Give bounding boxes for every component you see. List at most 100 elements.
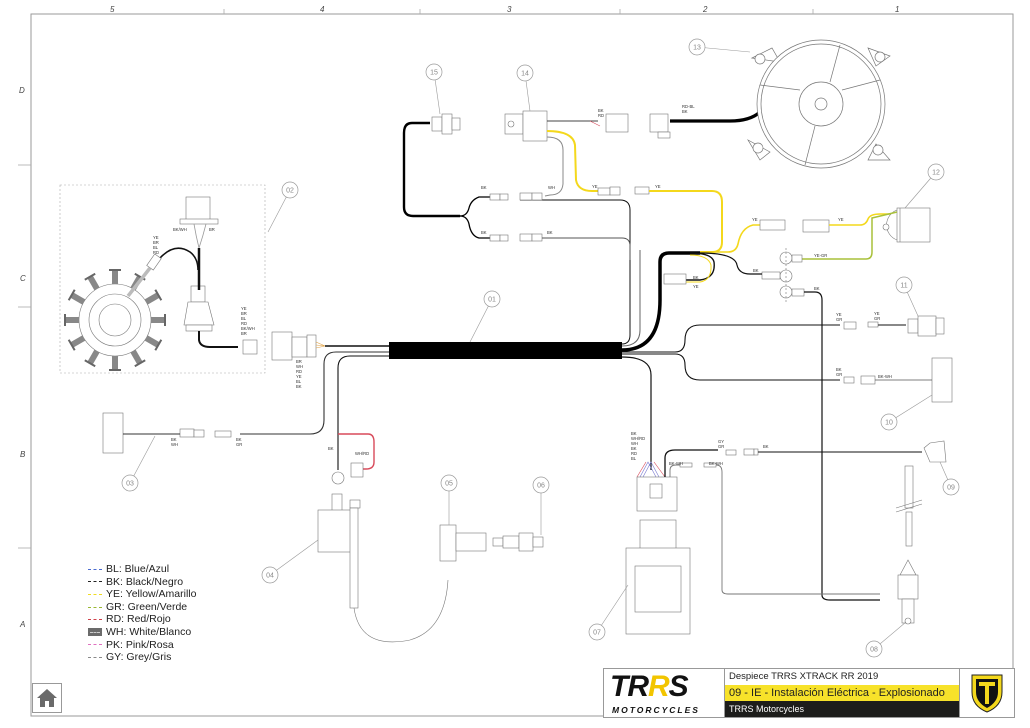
wire-label-03b-bk: BK xyxy=(236,437,242,442)
callout-number: 03 xyxy=(126,481,134,488)
wire-label-yegr: YE-GR xyxy=(814,253,827,258)
wire-label-sw10-bkwh: BK-WH xyxy=(878,374,892,379)
wire-label-pickup-bkwh: BK/WH xyxy=(173,227,187,232)
callout-02: 02 xyxy=(267,181,299,233)
wire-branch-gy xyxy=(542,237,631,260)
callout-13: 13 xyxy=(688,38,751,56)
callout-03: 03 xyxy=(121,435,156,492)
legend-item-bk: BK: Black/Negro xyxy=(88,576,196,589)
callout-number: 13 xyxy=(693,45,701,52)
stator-pole xyxy=(87,275,100,291)
callout-number: 12 xyxy=(932,170,940,177)
callout-circle xyxy=(927,163,945,181)
legend-swatch xyxy=(88,644,102,646)
wire-bk-ye-loop xyxy=(686,252,715,281)
wire-label-cdi-bk2: BK xyxy=(631,446,637,451)
callout-circle xyxy=(942,478,960,496)
stator-pole xyxy=(144,292,160,305)
wire-label-sw11b-ye: YE xyxy=(874,311,880,316)
wire-cdi-up xyxy=(664,449,718,477)
callout-09: 09 xyxy=(939,461,960,496)
wire-label-stator-ye: YE xyxy=(153,235,159,240)
trrs-logo: TRRS MOTORCYCLES xyxy=(604,669,725,717)
wire-label-pickup-br: BR xyxy=(209,227,215,232)
home-icon xyxy=(37,689,57,707)
legend-item-wh: WH: White/Blanco xyxy=(88,626,196,639)
wire-label-03b-gr: GR xyxy=(236,442,242,447)
wire-label-cdi-wh: WH xyxy=(631,441,638,446)
wire-label-stator-br: BR xyxy=(153,240,159,245)
stator-pole-cap xyxy=(154,339,163,351)
logo-subtext: MOTORCYCLES xyxy=(612,705,700,715)
wire-ye-12-a xyxy=(700,224,760,253)
stator-pole-cap xyxy=(67,339,76,351)
wire-label-cdi-bk: BK xyxy=(631,431,637,436)
legend-item-gr: GR: Green/Verde xyxy=(88,601,196,614)
callout-number: 14 xyxy=(521,71,529,78)
logo-text-tr: TR xyxy=(610,670,649,703)
legend-item-rd: RD: Red/Rojo xyxy=(88,613,196,626)
wire-label-sw11a-gr: GR xyxy=(836,317,842,322)
stator-pole xyxy=(144,335,160,348)
callout-number: 10 xyxy=(885,420,893,427)
wire-label-statorout-rd: RD xyxy=(241,321,247,326)
wire-harness-to-04 xyxy=(337,355,389,470)
document-section: 09 - IE - Instalación Eléctrica - Explos… xyxy=(725,685,959,701)
ignition-coil-icon xyxy=(317,462,449,643)
wire-label-statorout-bl: BL xyxy=(241,316,247,321)
wire-label-sw11a-ye: YE xyxy=(836,312,842,317)
home-button[interactable] xyxy=(32,683,62,713)
legend-swatch xyxy=(88,568,102,570)
relay-14-icon xyxy=(504,110,548,142)
trrs-shield-logo xyxy=(959,669,1014,717)
radiator-fan-icon xyxy=(747,39,891,169)
callout-number: 07 xyxy=(593,630,601,637)
zone-row-c: C xyxy=(20,274,26,283)
legend-label: BK: Black/Negro xyxy=(106,575,184,588)
zone-col-5: 5 xyxy=(110,5,115,14)
wire-label-bkye-bk: BK xyxy=(693,275,699,280)
wire-coil-whrd xyxy=(338,433,375,470)
wire-label-branch-wh: WH xyxy=(548,185,555,190)
connector-bk-ye xyxy=(663,273,687,285)
document-company: TRRS Motorcycles xyxy=(725,701,959,717)
wire-label-fan-bk: BK xyxy=(682,109,688,114)
stator-connector xyxy=(146,253,162,271)
pickup-sensor-icon xyxy=(179,196,219,332)
ring-terminals xyxy=(761,248,805,302)
wire-label-gr: GR xyxy=(718,444,724,449)
legend-item-pk: PK: Pink/Rosa xyxy=(88,639,196,652)
callout-number: 11 xyxy=(900,283,907,290)
callout-07: 07 xyxy=(588,584,629,641)
legend-label: RD: Red/Rojo xyxy=(106,613,171,626)
title-block: TRRS MOTORCYCLES Despiece TRRS XTRACK RR… xyxy=(603,668,1015,718)
connectors-cdi xyxy=(679,448,759,468)
callout-number: 06 xyxy=(537,483,545,490)
stator-pole-cap xyxy=(134,359,146,368)
wire-label-main-rd: RD xyxy=(296,369,302,374)
legend-label: GY: Grey/Gris xyxy=(106,651,172,664)
connectors-12 xyxy=(759,219,830,233)
wire-cdi-fan-rd xyxy=(636,461,666,478)
relay-12-icon xyxy=(882,207,931,243)
legend-swatch xyxy=(88,581,102,583)
wire-ye-long xyxy=(649,190,723,253)
legend-item-gy: GY: Grey/Gris xyxy=(88,651,196,664)
wire-harness-down-cdi xyxy=(621,356,652,470)
sensor-15-icon xyxy=(431,113,461,135)
stator-pole-cap xyxy=(154,289,163,301)
stator-pole xyxy=(70,292,86,305)
wire-relay-rd xyxy=(589,120,601,127)
wire-label-bkye-ye: YE xyxy=(693,284,699,289)
callout-15: 15 xyxy=(425,63,443,115)
wire-label-statorout-ye: YE xyxy=(241,306,247,311)
wire-label-gy: GY xyxy=(718,439,724,444)
wire-label-cdi-bl: BL xyxy=(631,456,637,461)
stator-pole xyxy=(130,349,143,365)
callout-circle xyxy=(865,640,883,658)
wire-label-coil-bk: BK xyxy=(328,446,334,451)
wire-harness-up-2 xyxy=(621,250,641,347)
wire-label-branch-bk-low: BK xyxy=(481,230,487,235)
callout-leader xyxy=(888,394,933,423)
